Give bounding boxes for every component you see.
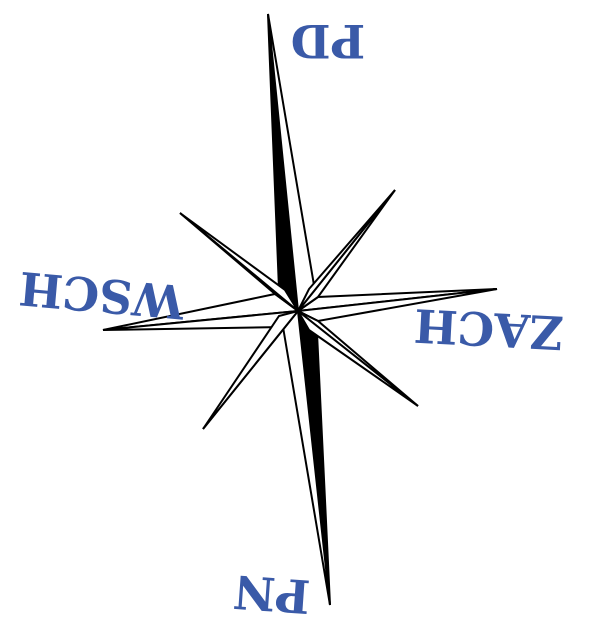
label-north: PN (232, 564, 312, 621)
label-east: WSCH (17, 261, 187, 329)
label-west: ZACH (413, 298, 565, 360)
label-south: PD (291, 14, 365, 68)
point-upper-right-b (298, 190, 395, 311)
